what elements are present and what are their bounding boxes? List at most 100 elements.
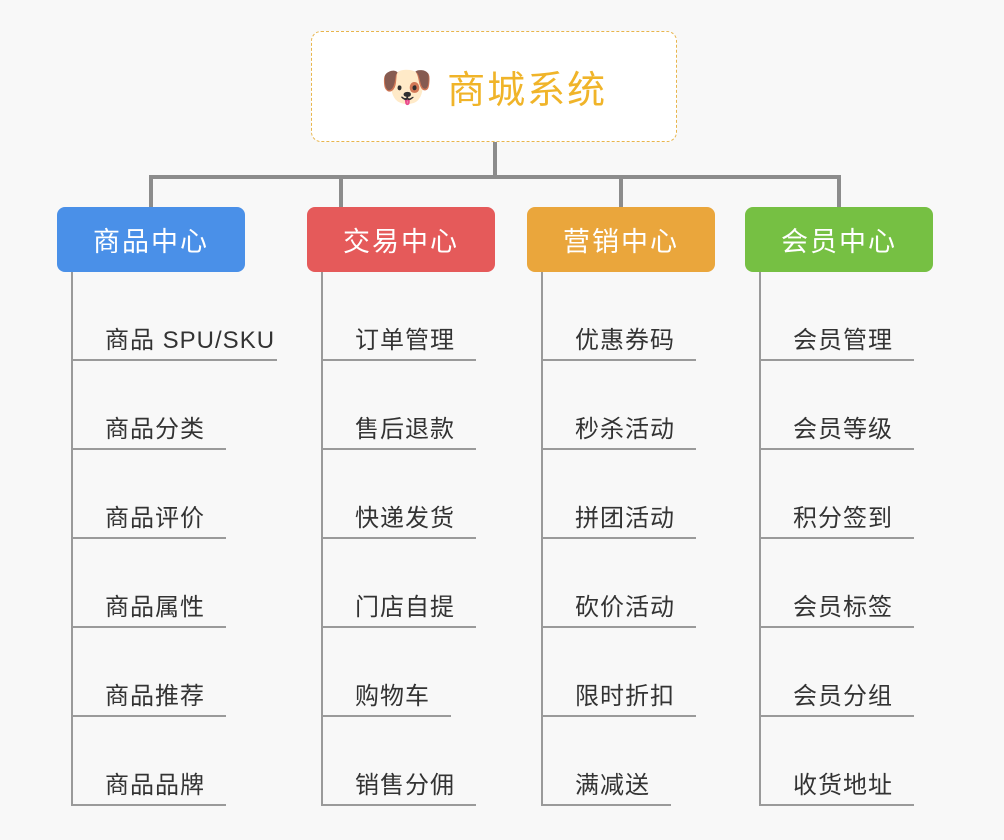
leaf-item-label: 会员管理 — [793, 327, 893, 354]
leaf-item-label: 门店自提 — [355, 594, 455, 621]
leaf-spine-product-center — [71, 272, 73, 806]
leaf-underline — [321, 626, 476, 628]
leaf-item[interactable]: 限时折扣 — [541, 628, 715, 717]
leaf-underline — [759, 359, 914, 361]
leaf-item[interactable]: 快递发货 — [321, 450, 495, 539]
leaf-underline — [541, 626, 696, 628]
leaf-item[interactable]: 商品分类 — [71, 361, 245, 450]
leaf-item[interactable]: 门店自提 — [321, 539, 495, 628]
leaf-list-member-center: 会员管理会员等级积分签到会员标签会员分组收货地址 — [759, 272, 933, 806]
leaf-item-label: 砍价活动 — [575, 594, 675, 621]
branch-marketing-center: 营销中心优惠券码秒杀活动拼团活动砍价活动限时折扣满减送 — [527, 207, 715, 806]
shiba-dog-emoji: 🐶 — [380, 62, 434, 110]
leaf-item[interactable]: 商品评价 — [71, 450, 245, 539]
leaf-underline — [71, 804, 226, 806]
horizontal-bus-connector — [149, 175, 839, 179]
leaf-item[interactable]: 秒杀活动 — [541, 361, 715, 450]
drop-connector-trade-center — [339, 175, 343, 209]
leaf-item[interactable]: 会员等级 — [759, 361, 933, 450]
leaf-item[interactable]: 会员标签 — [759, 539, 933, 628]
leaf-underline — [759, 448, 914, 450]
leaf-item-label: 订单管理 — [355, 327, 455, 354]
leaf-item[interactable]: 积分签到 — [759, 450, 933, 539]
leaf-item-label: 商品评价 — [105, 505, 205, 532]
leaf-item-label: 会员标签 — [793, 594, 893, 621]
branch-header-label: 营销中心 — [563, 227, 679, 257]
leaf-item-label: 商品品牌 — [105, 772, 205, 799]
leaf-item[interactable]: 会员分组 — [759, 628, 933, 717]
leaf-item[interactable]: 满减送 — [541, 717, 715, 806]
branch-trade-center: 交易中心订单管理售后退款快递发货门店自提购物车销售分佣 — [307, 207, 495, 806]
leaf-item-label: 快递发货 — [355, 505, 455, 532]
drop-connector-product-center — [149, 175, 153, 209]
leaf-list-trade-center: 订单管理售后退款快递发货门店自提购物车销售分佣 — [321, 272, 495, 806]
leaf-item[interactable]: 拼团活动 — [541, 450, 715, 539]
leaf-item[interactable]: 收货地址 — [759, 717, 933, 806]
leaf-underline — [71, 359, 277, 361]
leaf-item[interactable]: 商品属性 — [71, 539, 245, 628]
leaf-underline — [321, 448, 476, 450]
branch-header-label: 商品中心 — [93, 227, 209, 257]
leaf-spine-trade-center — [321, 272, 323, 806]
leaf-underline — [71, 448, 226, 450]
leaf-spine-marketing-center — [541, 272, 543, 806]
branch-member-center: 会员中心会员管理会员等级积分签到会员标签会员分组收货地址 — [745, 207, 933, 806]
leaf-item[interactable]: 购物车 — [321, 628, 495, 717]
leaf-underline — [321, 537, 476, 539]
leaf-list-marketing-center: 优惠券码秒杀活动拼团活动砍价活动限时折扣满减送 — [541, 272, 715, 806]
leaf-item-label: 购物车 — [355, 683, 430, 710]
leaf-item[interactable]: 商品品牌 — [71, 717, 245, 806]
root-title: 商城系统 — [447, 70, 608, 112]
leaf-item[interactable]: 砍价活动 — [541, 539, 715, 628]
leaf-item[interactable]: 会员管理 — [759, 272, 933, 361]
leaf-underline — [321, 804, 476, 806]
leaf-item-label: 商品推荐 — [105, 683, 205, 710]
leaf-item-label: 限时折扣 — [575, 683, 675, 710]
leaf-item[interactable]: 订单管理 — [321, 272, 495, 361]
leaf-item-label: 会员等级 — [793, 416, 893, 443]
leaf-underline — [759, 804, 914, 806]
branch-header-label: 会员中心 — [781, 227, 897, 257]
leaf-item-label: 商品属性 — [105, 594, 205, 621]
root-node-mall-system[interactable]: 🐶 商城系统 — [311, 31, 677, 142]
leaf-spine-member-center — [759, 272, 761, 806]
leaf-item[interactable]: 商品推荐 — [71, 628, 245, 717]
leaf-underline — [321, 715, 451, 717]
leaf-item-label: 满减送 — [575, 772, 650, 799]
leaf-underline — [759, 626, 914, 628]
branch-header-member-center[interactable]: 会员中心 — [745, 207, 933, 272]
leaf-item-label: 售后退款 — [355, 416, 455, 443]
branch-header-label: 交易中心 — [343, 227, 459, 257]
leaf-item-label: 拼团活动 — [575, 505, 675, 532]
leaf-underline — [541, 448, 696, 450]
leaf-item-label: 积分签到 — [793, 505, 893, 532]
leaf-item-label: 秒杀活动 — [575, 416, 675, 443]
leaf-item-label: 收货地址 — [793, 772, 893, 799]
drop-connector-marketing-center — [619, 175, 623, 209]
leaf-underline — [71, 626, 226, 628]
leaf-underline — [541, 537, 696, 539]
leaf-list-product-center: 商品 SPU/SKU 商品分类商品评价商品属性商品推荐商品品牌 — [71, 272, 277, 806]
branch-header-marketing-center[interactable]: 营销中心 — [527, 207, 715, 272]
branch-header-trade-center[interactable]: 交易中心 — [307, 207, 495, 272]
leaf-item[interactable]: 售后退款 — [321, 361, 495, 450]
leaf-item[interactable]: 优惠券码 — [541, 272, 715, 361]
branch-header-product-center[interactable]: 商品中心 — [57, 207, 245, 272]
leaf-item-label: 会员分组 — [793, 683, 893, 710]
leaf-item[interactable]: 商品 SPU/SKU — [71, 272, 277, 361]
leaf-item[interactable]: 销售分佣 — [321, 717, 495, 806]
root-stem-connector — [493, 142, 497, 177]
leaf-underline — [541, 804, 671, 806]
leaf-item-label: 商品 SPU/SKU — [105, 327, 276, 354]
leaf-underline — [541, 359, 696, 361]
drop-connector-member-center — [837, 175, 841, 209]
leaf-underline — [541, 715, 696, 717]
leaf-underline — [321, 359, 476, 361]
leaf-underline — [759, 715, 914, 717]
leaf-underline — [71, 715, 226, 717]
branch-product-center: 商品中心商品 SPU/SKU 商品分类商品评价商品属性商品推荐商品品牌 — [57, 207, 277, 806]
leaf-item-label: 商品分类 — [105, 416, 205, 443]
leaf-underline — [759, 537, 914, 539]
leaf-item-label: 销售分佣 — [355, 772, 455, 799]
